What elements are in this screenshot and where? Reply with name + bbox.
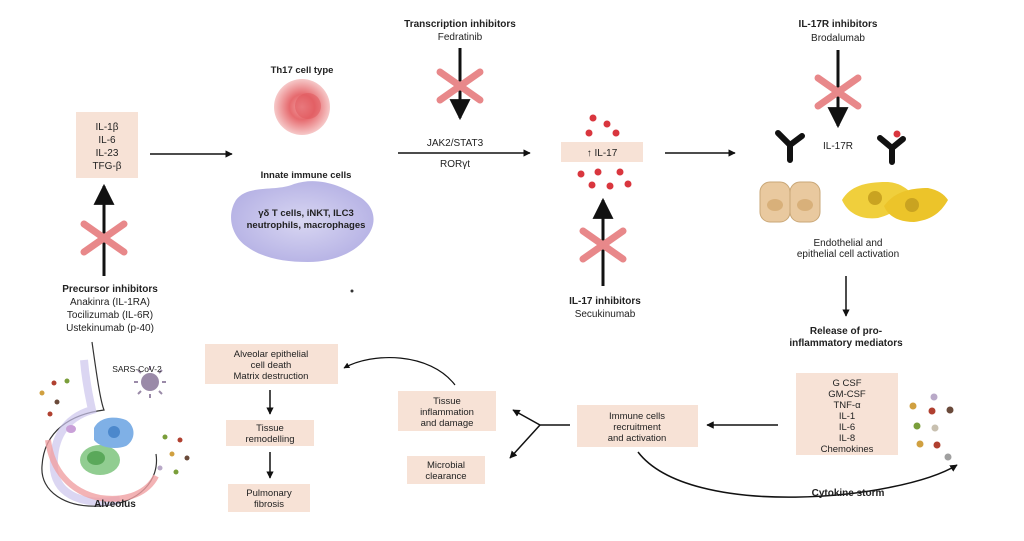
microbial-clearance-box: Microbial clearance — [407, 456, 485, 484]
endothelial-cell-icon — [759, 181, 821, 223]
microbial-line: clearance — [425, 471, 466, 482]
fork-arrow — [512, 409, 570, 426]
mediator-item: IL-8 — [839, 433, 855, 444]
release-line: inflammatory mediators — [789, 338, 903, 349]
fibrosis-box: Pulmonary fibrosis — [228, 484, 310, 512]
precursor-line: IL-1β — [96, 122, 119, 133]
il17-drug: Secukinumab — [575, 309, 636, 320]
precursor-line: IL-6 — [98, 135, 116, 146]
th17-label: Th17 cell type — [271, 65, 334, 76]
precursor-drug: Anakinra (IL-1RA) — [70, 297, 150, 308]
fibrosis-line: Pulmonary — [246, 488, 292, 499]
immune-recruit-line: Immune cells — [609, 411, 665, 422]
flow-arrow — [343, 356, 456, 386]
remodelling-line: remodelling — [245, 434, 294, 445]
precursor-line: IL-23 — [96, 148, 119, 159]
tissue-inflammation-box: Tissue inflammation and damage — [398, 391, 496, 431]
mediator-item: GM-CSF — [828, 389, 866, 400]
mediator-item: IL-1 — [839, 411, 855, 422]
il17-box — [561, 142, 643, 162]
fork-arrow — [509, 424, 541, 459]
cytokine-particles — [909, 393, 954, 461]
remodelling-line: Tissue — [256, 423, 284, 434]
remodelling-box: Tissue remodelling — [226, 420, 314, 446]
tissue-inflam-line: Tissue — [433, 396, 461, 407]
epithelial-cell-icon — [842, 182, 948, 222]
activation-line: epithelial cell activation — [797, 249, 899, 260]
alveolus-illustration — [41, 341, 159, 507]
precursor-drug: Ustekinumab (p-40) — [66, 323, 154, 334]
fibrosis-line: fibrosis — [254, 499, 284, 510]
il17-label: ↑ IL-17 — [587, 148, 618, 159]
immune-recruitment-box: Immune cells recruitment and activation — [577, 405, 698, 447]
il17-particles — [577, 114, 632, 190]
alveolar-death-box: Alveolar epithelial cell death Matrix de… — [205, 344, 338, 384]
mediator-item: IL-6 — [839, 422, 855, 433]
innate-label: Innate immune cells — [261, 170, 352, 181]
precursor-cytokine-box: IL-1β IL-6 IL-23 TFG-β — [76, 112, 138, 178]
alveolus-label: Alveolus — [94, 499, 136, 510]
tissue-inflam-line: inflammation — [420, 407, 474, 418]
alveolar-death-line: Matrix destruction — [234, 371, 309, 382]
mediator-item: G CSF — [832, 378, 861, 389]
il17r-drug: Brodalumab — [811, 33, 865, 44]
alveolar-death-line: Alveolar epithelial — [234, 349, 308, 360]
release-line: Release of pro- — [810, 326, 882, 337]
innate-cells-line: neutrophils, macrophages — [247, 220, 366, 231]
mediators-box: G CSF GM-CSF TNF-α IL-1 IL-6 IL-8 Chemok… — [796, 373, 898, 455]
il17r-label: IL-17R — [823, 141, 853, 152]
th17-nucleus-icon — [295, 93, 321, 119]
innate-cell-icon — [231, 181, 374, 262]
sars-cov-2-virus-icon — [134, 366, 166, 398]
jak-stat-label: JAK2/STAT3 — [427, 138, 484, 149]
precursor-inhibitors-title: Precursor inhibitors — [62, 284, 158, 295]
precursor-line: TFG-β — [92, 161, 121, 172]
receptor-icon — [775, 130, 805, 163]
dot-mark — [350, 289, 354, 293]
activation-line: Endothelial and — [814, 238, 883, 249]
mediator-item: Chemokines — [821, 444, 874, 455]
innate-cells-line: γδ T cells, iNKT, ILC3 — [258, 208, 354, 219]
cytokine-storm-arrow — [637, 451, 958, 498]
receptor-bound-icon — [877, 130, 906, 165]
precursor-drug: Tocilizumab (IL-6R) — [67, 310, 153, 321]
microbial-line: Microbial — [427, 460, 465, 471]
cytokine-storm-label: Cytokine storm — [812, 488, 885, 499]
il17-inhibitors-title: IL-17 inhibitors — [569, 296, 641, 307]
transcription-inhibitors-title: Transcription inhibitors — [404, 19, 516, 30]
immune-recruit-line: recruitment — [613, 422, 661, 433]
mediator-item: TNF-α — [833, 400, 861, 411]
tissue-inflam-line: and damage — [421, 418, 474, 429]
sars-label: SARS-CoV-2 — [112, 364, 162, 374]
ror-label: RORγt — [440, 159, 470, 170]
transcription-drug: Fedratinib — [438, 32, 483, 43]
il17r-inhibitors-title: IL-17R inhibitors — [799, 19, 878, 30]
immune-recruit-line: and activation — [608, 433, 667, 444]
alveolar-death-line: cell death — [251, 360, 292, 371]
alveolus-particles — [39, 378, 190, 475]
